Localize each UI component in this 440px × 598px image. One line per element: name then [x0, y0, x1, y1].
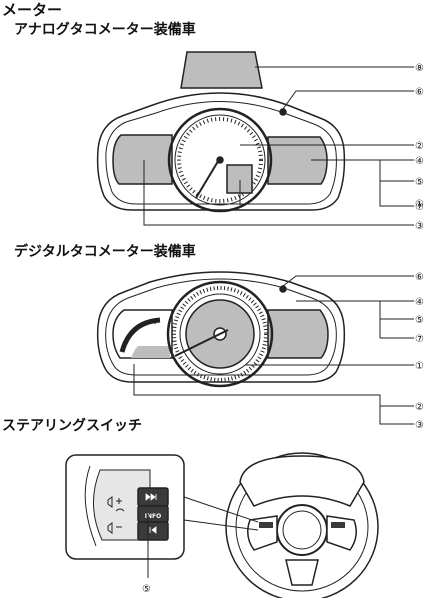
digital-cluster-housing: [96, 271, 346, 383]
section-title-analog: アナログタコメーター装備車: [14, 22, 196, 38]
digital-needle: [174, 329, 229, 357]
digital-leader-lines: [133, 275, 414, 425]
light-sensor: [279, 108, 287, 116]
callout-5-steering: ⑤: [142, 584, 151, 595]
section-title-digital: デジタルタコメーター装備車: [14, 244, 196, 260]
digital-tachometer: [166, 280, 274, 388]
callout-6-digital: ⑥: [415, 272, 424, 283]
analog-needle: [195, 157, 221, 199]
analog-tachometer: [167, 107, 273, 213]
light-sensor-digital: [279, 285, 287, 293]
steering-wheel: [225, 452, 379, 598]
callout-7: ⑦: [415, 202, 424, 213]
callout-6: ⑥: [415, 87, 424, 98]
steering-hub: [276, 504, 328, 556]
callout-1-digital: ①: [415, 361, 424, 372]
steering-switch-illustration: [65, 452, 379, 598]
callout-4: ④: [415, 156, 424, 167]
callout-3: ③: [415, 221, 424, 232]
callout-7-digital: ⑦: [415, 334, 424, 345]
digital-meter-illustration: [96, 271, 346, 388]
analog-callouts: ⑧ ⑥ ② ④ ⑤ ⑦ ① ③: [415, 63, 424, 232]
digital-callouts: ⑥ ④ ⑤ ⑦ ① ② ③: [415, 272, 424, 431]
active-driving-display: [180, 51, 263, 89]
analog-cluster-housing: [96, 92, 346, 211]
callout-8: ⑧: [415, 63, 424, 74]
page-title: メーター: [2, 1, 63, 19]
analog-leader-lines: [143, 66, 414, 226]
section-title-steering: ステアリングスイッチ: [2, 418, 142, 434]
callout-3-digital: ③: [415, 420, 424, 431]
info-button-label: INFO: [145, 513, 161, 520]
callout-5: ⑤: [415, 177, 424, 188]
callout-2-digital: ②: [415, 402, 424, 413]
callout-4-digital: ④: [415, 297, 424, 308]
callout-2: ②: [415, 141, 424, 152]
callout-5-digital: ⑤: [415, 315, 424, 326]
analog-left-display: [112, 134, 173, 185]
analog-meter-illustration: [96, 51, 346, 213]
digital-right-display: [267, 309, 329, 359]
